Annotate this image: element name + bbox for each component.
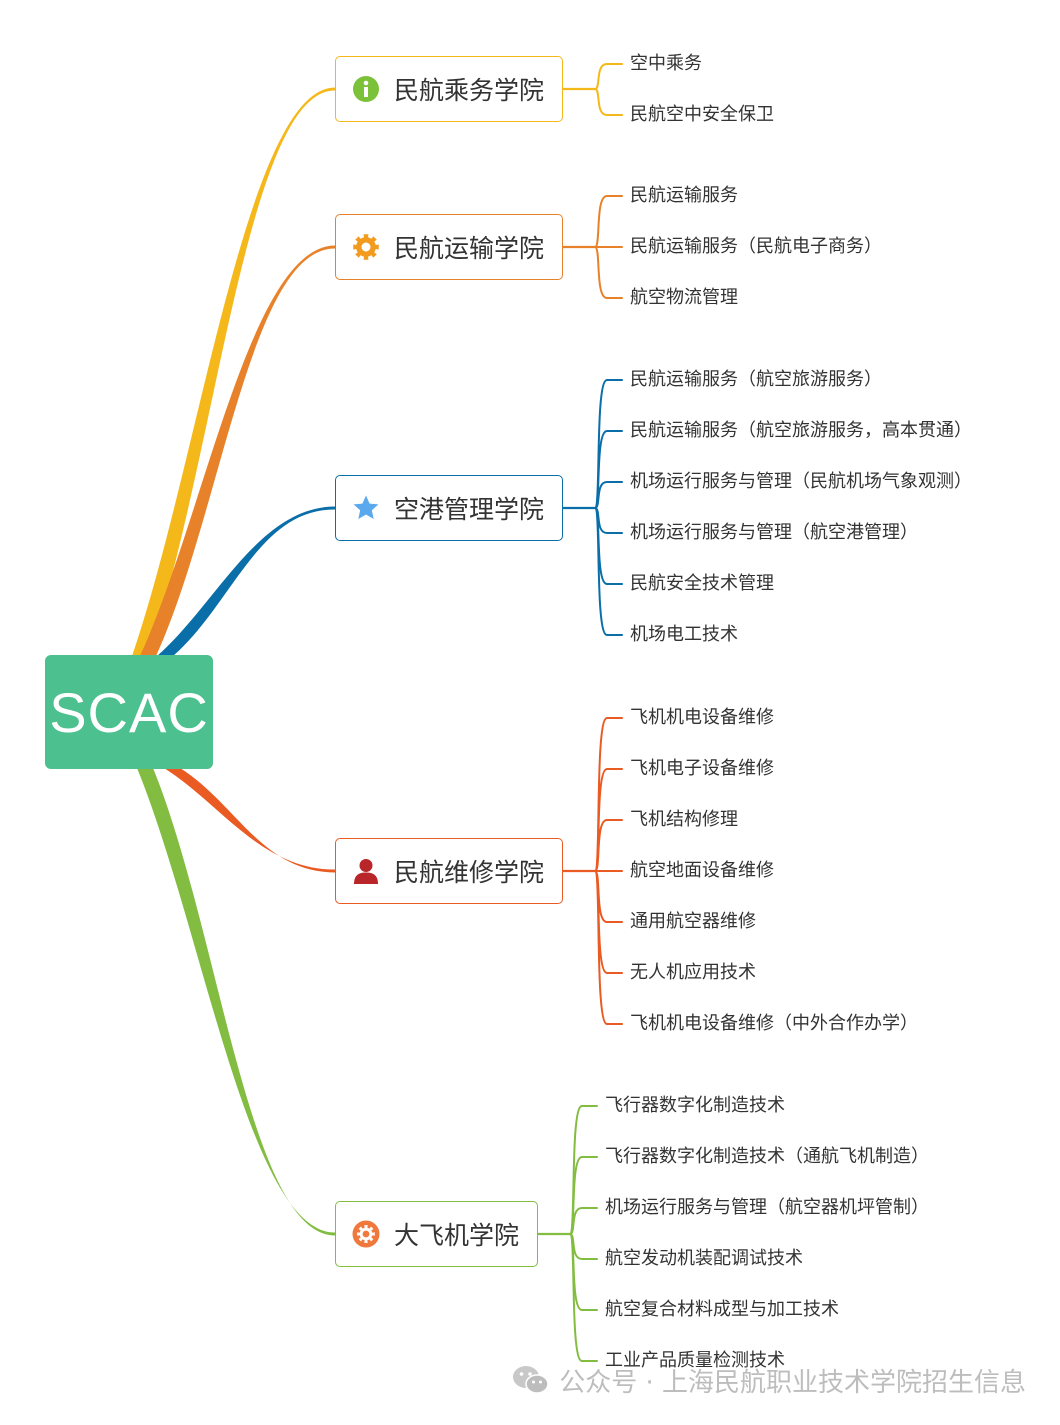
leaf-connector [594, 481, 623, 509]
watermark: 公众号 · 上海民航职业技术学院招生信息 [511, 1363, 1026, 1398]
branch-connector [132, 87, 335, 656]
leaf-item[interactable]: 航空地面设备维修 [630, 860, 774, 881]
leaf-item[interactable]: 无人机应用技术 [630, 962, 756, 983]
branch-node-maintenance[interactable]: 民航维修学院 [335, 838, 563, 904]
branch-label: 大飞机学院 [394, 1221, 520, 1250]
branch-node-airport-management[interactable]: 空港管理学院 [335, 475, 563, 541]
leaf-item[interactable]: 航空发动机装配调试技术 [605, 1248, 803, 1269]
branch-connector [164, 768, 335, 873]
branch-connector [157, 506, 335, 656]
leaf-item[interactable]: 飞机结构修理 [630, 809, 738, 830]
branch-label: 民航运输学院 [394, 234, 545, 263]
leaf-connector [594, 870, 623, 1025]
branch-node-cabin-crew[interactable]: 民航乘务学院 [335, 56, 563, 122]
root-node[interactable]: SCAC [45, 655, 213, 769]
leaf-item[interactable]: 飞机机电设备维修 [630, 707, 774, 728]
branch-connector [137, 768, 335, 1236]
leaf-item[interactable]: 民航运输服务（航空旅游服务，高本贯通） [630, 420, 972, 441]
cog-circle-icon [352, 1220, 380, 1248]
leaf-item[interactable]: 空中乘务 [630, 53, 702, 74]
leaf-item[interactable]: 飞行器数字化制造技术（通航飞机制造） [605, 1146, 929, 1167]
leaf-item[interactable]: 民航运输服务（民航电子商务） [630, 236, 882, 257]
leaf-item[interactable]: 民航空中安全保卫 [630, 104, 774, 125]
leaf-connector [594, 507, 623, 636]
leaf-item[interactable]: 航空物流管理 [630, 287, 738, 308]
leaf-connector [594, 88, 623, 116]
leaf-connector [594, 63, 623, 90]
leaf-connector [569, 1233, 598, 1362]
root-label: SCAC [49, 680, 209, 744]
wechat-icon [511, 1363, 551, 1397]
info-icon [352, 75, 380, 103]
star-icon [352, 494, 380, 522]
leaf-item[interactable]: 民航运输服务 [630, 185, 738, 206]
leaf-item[interactable]: 机场运行服务与管理（航空港管理） [630, 522, 918, 543]
branch-node-transport[interactable]: 民航运输学院 [335, 214, 563, 280]
leaf-item[interactable]: 飞行器数字化制造技术 [605, 1095, 785, 1116]
branch-label: 民航乘务学院 [394, 76, 545, 105]
leaf-item[interactable]: 机场运行服务与管理（航空器机坪管制） [605, 1197, 929, 1218]
branch-label: 空港管理学院 [394, 495, 545, 524]
leaf-item[interactable]: 机场电工技术 [630, 624, 738, 645]
leaf-item[interactable]: 民航安全技术管理 [630, 573, 774, 594]
person-icon [352, 857, 380, 885]
leaf-item[interactable]: 通用航空器维修 [630, 911, 756, 932]
watermark-text: 公众号 · 上海民航职业技术学院招生信息 [559, 1367, 1026, 1398]
leaf-connector [594, 246, 623, 299]
leaf-connector [569, 1207, 598, 1235]
leaf-connector [594, 195, 623, 248]
branch-connector [140, 245, 335, 656]
leaf-item[interactable]: 机场运行服务与管理（民航机场气象观测） [630, 471, 972, 492]
branch-node-large-aircraft[interactable]: 大飞机学院 [335, 1201, 538, 1267]
leaf-item[interactable]: 工业产品质量检测技术 [605, 1350, 785, 1371]
leaf-item[interactable]: 民航运输服务（航空旅游服务） [630, 369, 882, 390]
leaf-item[interactable]: 航空复合材料成型与加工技术 [605, 1299, 839, 1320]
leaf-item[interactable]: 飞机机电设备维修（中外合作办学） [630, 1013, 918, 1034]
leaf-connector [594, 819, 623, 872]
branch-label: 民航维修学院 [394, 858, 545, 887]
leaf-item[interactable]: 飞机电子设备维修 [630, 758, 774, 779]
gear-icon [352, 233, 380, 261]
